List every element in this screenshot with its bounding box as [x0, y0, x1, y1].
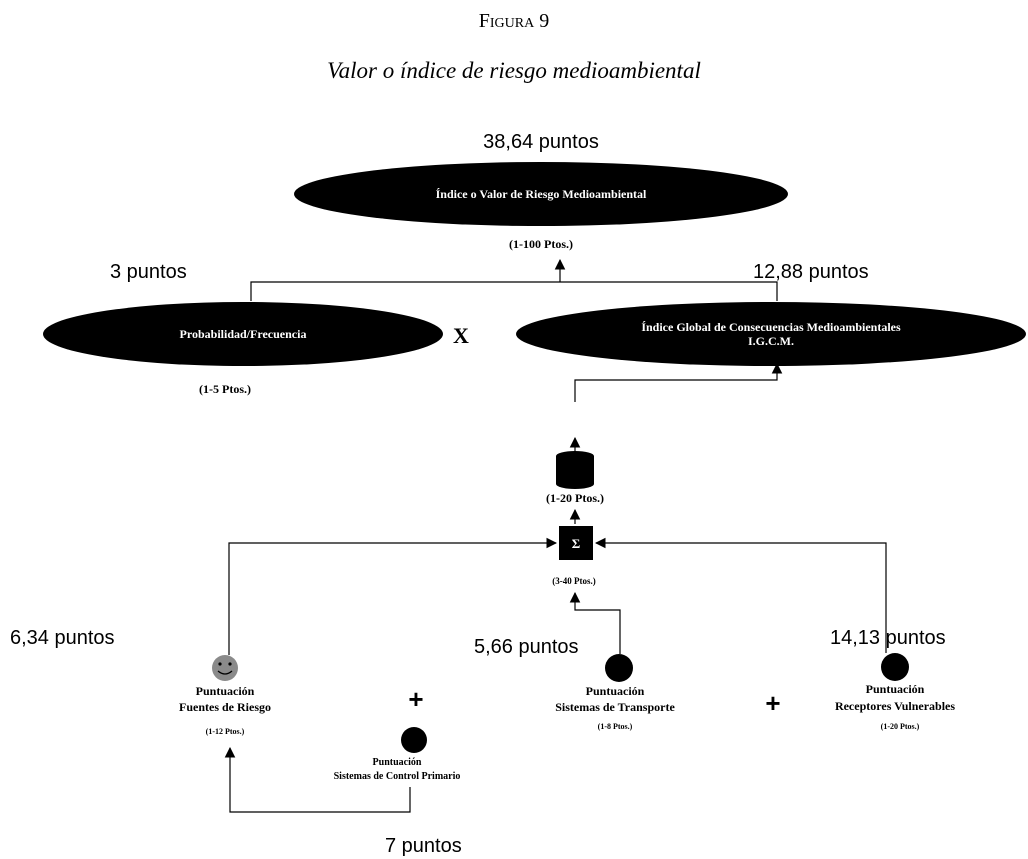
riesgo-ellipse	[294, 162, 788, 226]
fuentes-label-line1: Puntuación	[196, 684, 255, 698]
receptores-node	[881, 653, 909, 681]
connector-fuentes-to-sum	[228, 537, 558, 655]
fuentes-range: (1-12 Ptos.)	[206, 727, 245, 736]
receptores-label-line1: Puntuación	[866, 682, 925, 696]
control-node	[401, 727, 427, 753]
control-label-line2: Sistemas de Control Primario	[334, 771, 461, 782]
transporte-range: (1-8 Ptos.)	[598, 722, 633, 731]
multiply-operator: X	[453, 323, 469, 348]
sum-range: (3-40 Ptos.)	[552, 576, 596, 586]
consecuencias-ellipse	[516, 302, 1026, 366]
transporte-label-line2: Sistemas de Transporte	[555, 700, 675, 714]
consecuencias-label-line1: Índice Global de Consecuencias Medioambi…	[641, 320, 901, 334]
figure-title: Valor o índice de riesgo medioambiental	[327, 58, 701, 83]
riesgo-label: Índice o Valor de Riesgo Medioambiental	[436, 187, 647, 201]
transporte-node	[605, 654, 633, 682]
fuentes-label-line2: Fuentes de Riesgo	[179, 700, 271, 714]
sum-box	[559, 526, 593, 560]
probabilidad-ellipse	[43, 302, 443, 366]
connector-top-bracket	[250, 281, 778, 301]
receptores-range: (1-20 Ptos.)	[881, 722, 920, 731]
connector-to-consecuencias	[574, 362, 783, 402]
probabilidad-score: 3 puntos	[110, 261, 187, 283]
control-label-line1: Puntuación	[373, 757, 422, 768]
receptores-label-line2: Receptores Vulnerables	[835, 699, 955, 713]
consecuencias-score: 12,88 puntos	[753, 261, 869, 283]
fuentes-score: 6,34 puntos	[10, 627, 115, 649]
fuentes-smiley-icon	[212, 655, 238, 681]
consecuencias-label-line2: I.G.C.M.	[748, 334, 794, 348]
connector-receptores-to-sum	[594, 537, 887, 653]
transporte-label-line1: Puntuación	[586, 684, 645, 698]
intermediate-cylinder-icon	[556, 451, 594, 489]
figure-label: Figura 9	[479, 10, 549, 32]
riesgo-range: (1-100 Ptos.)	[509, 237, 573, 251]
plus-operator-left: +	[408, 684, 423, 714]
connector-transporte-to-sum	[569, 591, 621, 654]
plus-operator-right: +	[765, 688, 780, 718]
transporte-score: 5,66 puntos	[474, 636, 579, 658]
sum-symbol: Σ	[572, 536, 581, 551]
intermediate-range: (1-20 Ptos.)	[546, 491, 604, 505]
control-score: 7 puntos	[385, 835, 462, 857]
receptores-score: 14,13 puntos	[830, 627, 946, 649]
probabilidad-range: (1-5 Ptos.)	[199, 382, 251, 396]
connector-control-to-fuentes	[224, 746, 411, 813]
probabilidad-label: Probabilidad/Frecuencia	[180, 327, 307, 341]
riesgo-score: 38,64 puntos	[483, 131, 599, 153]
